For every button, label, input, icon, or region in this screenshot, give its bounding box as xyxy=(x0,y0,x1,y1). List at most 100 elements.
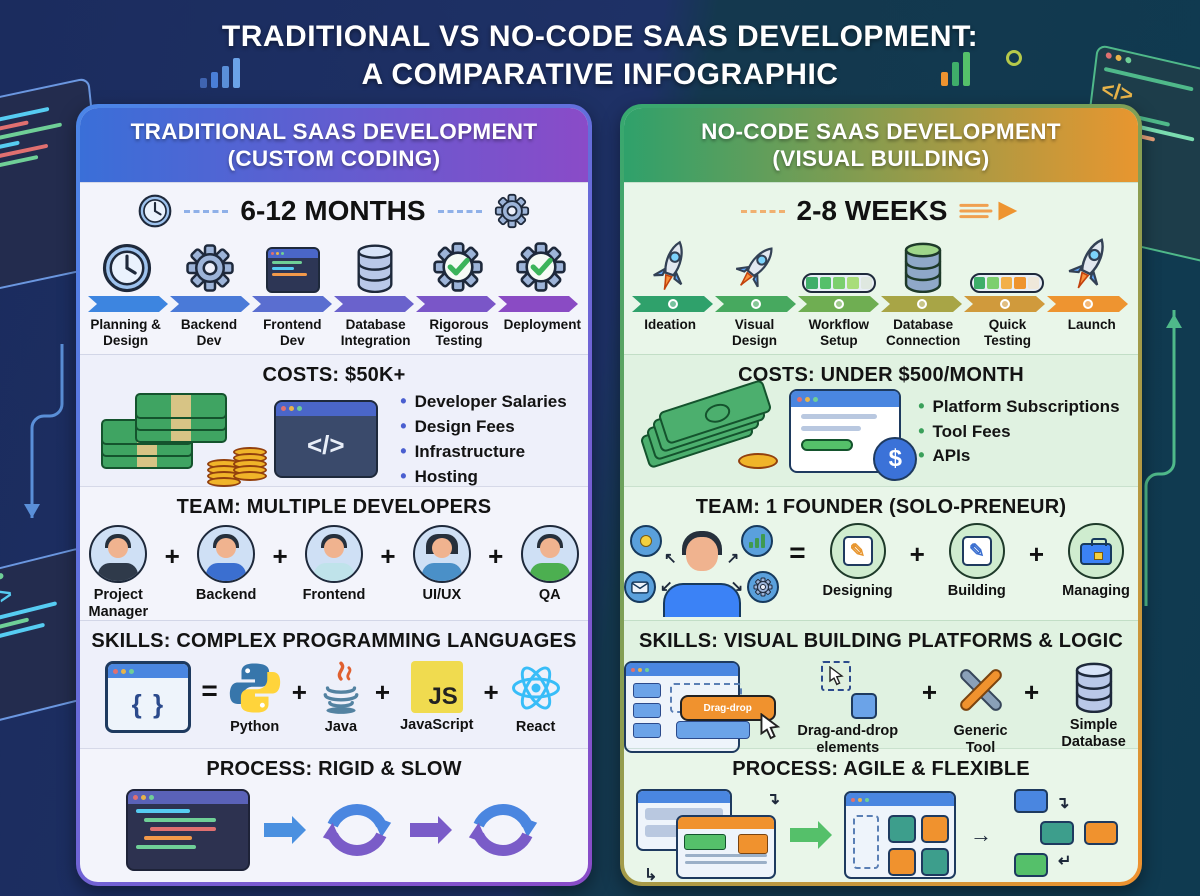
timeline-step-label: Database Integration xyxy=(340,317,411,348)
skill-label: Simple Database xyxy=(1061,717,1126,750)
cycle-arrows-icon xyxy=(464,791,542,869)
traditional-costs-title: COSTS: $50K+ xyxy=(262,364,406,386)
database-icon xyxy=(1071,661,1117,713)
code-editor-icon xyxy=(126,789,250,871)
coin-icon xyxy=(738,453,779,469)
team-member: Backend xyxy=(188,525,265,604)
drag-drop-button: Drag-drop xyxy=(679,695,776,721)
traditional-duration: 6-12 MONTHS xyxy=(240,195,426,226)
nocode-costs-list: Platform Subscriptions Tool Fees APIs xyxy=(918,394,1120,469)
skill-item: Java xyxy=(317,661,365,736)
plus-separator: + xyxy=(488,541,504,571)
skill-label: React xyxy=(515,719,556,735)
founder-role: Managing xyxy=(1054,523,1138,600)
cost-item: Tool Fees xyxy=(918,419,1119,444)
mail-icon xyxy=(624,571,656,603)
database-icon xyxy=(900,241,946,293)
arrow-right-icon: → xyxy=(970,822,992,847)
nocode-process-section: PROCESS: AGILE & FLEXIBLE ↴ ↳ → ↴ xyxy=(624,748,1138,882)
founder-avatar xyxy=(662,531,741,617)
gear-check-icon xyxy=(432,241,484,293)
briefcase-icon xyxy=(1068,523,1124,579)
clock-icon xyxy=(138,194,172,228)
flow-blocks-icon: ↴ ↵ xyxy=(1006,789,1126,881)
nocode-team-section: TEAM: 1 FOUNDER (SOLO-PRENEUR) ↖ ↙ ↗ ↘ =… xyxy=(624,486,1138,620)
avatar xyxy=(197,525,256,583)
braces-window: { } xyxy=(105,661,192,733)
traditional-costs-section: COSTS: $50K+ </> Developer Salaries Desi… xyxy=(80,354,588,489)
timeline-step-label: Rigorous Testing xyxy=(429,317,489,348)
cost-item: APIs xyxy=(918,443,1119,468)
drag-and-drop-icon xyxy=(817,661,879,719)
nocode-panel-header: NO-CODE SAAS DEVELOPMENT (VISUAL BUILDIN… xyxy=(624,108,1138,182)
founder-role: ✎ Designing xyxy=(816,523,900,600)
skill-item: Drag-and-drop elements xyxy=(784,661,912,756)
cost-item: Hosting xyxy=(400,464,566,489)
arrow-icon: ↖ xyxy=(664,550,677,567)
builder-blocks-icon xyxy=(844,791,956,879)
traditional-costs-list: Developer Salaries Design Fees Infrastru… xyxy=(400,389,567,489)
plus-separator: + xyxy=(164,541,180,571)
plus-separator: + xyxy=(272,541,288,571)
curve-arrow-icon: ↵ xyxy=(1058,853,1072,870)
skill-item: Python xyxy=(228,661,282,736)
cost-item: Developer Salaries xyxy=(400,389,567,414)
avatar xyxy=(89,525,148,583)
arrow-right-icon xyxy=(264,816,306,844)
gear-check-icon xyxy=(515,241,567,293)
timeline-step-label: Deployment xyxy=(503,317,581,332)
skill-label: Java xyxy=(324,719,358,735)
code-tag-symbol: </> xyxy=(306,429,345,460)
traditional-header-line2: (CUSTOM CODING) xyxy=(227,146,441,171)
skill-item: React xyxy=(509,661,563,736)
progress-bar-icon xyxy=(802,273,877,293)
timeline-step-label: Frontend Dev xyxy=(263,317,322,348)
nocode-header-line1: NO-CODE SAAS DEVELOPMENT xyxy=(701,118,1061,144)
visual-builder-window-icon: Drag-drop xyxy=(624,661,740,753)
title-bars-icon-left xyxy=(200,58,240,88)
founder-graphic: ↖ ↙ ↗ ↘ xyxy=(624,523,780,623)
coins-icon xyxy=(233,446,268,481)
traditional-skills-title: SKILLS: COMPLEX PROGRAMMING LANGUAGES xyxy=(91,630,577,652)
nocode-skills-title: SKILLS: VISUAL BUILDING PLATFORMS & LOGI… xyxy=(638,630,1124,652)
cursor-icon xyxy=(829,666,845,688)
cursor-icon xyxy=(760,713,782,743)
braces-symbol: { } xyxy=(131,689,166,719)
timeline-step-label: Database Connection xyxy=(886,317,961,348)
curve-arrow-icon: ↳ xyxy=(644,867,658,882)
deco-ring-icon xyxy=(1006,50,1022,66)
curve-arrow-icon: ↴ xyxy=(1056,795,1070,812)
code-window-icon xyxy=(265,247,320,293)
react-icon xyxy=(509,661,563,715)
equals-separator: = xyxy=(201,675,218,706)
cost-item: Platform Subscriptions xyxy=(918,394,1120,419)
database-icon xyxy=(353,243,397,293)
team-member: QA xyxy=(511,525,588,604)
nocode-timeline-section: 2-8 WEEKS Ideation Visual Design Workflo… xyxy=(624,182,1138,354)
timeline-step-label: Launch xyxy=(1067,317,1116,332)
plus-separator: + xyxy=(380,541,396,571)
python-icon xyxy=(228,661,282,715)
building-icon: ✎ xyxy=(948,523,1005,579)
green-button-shape xyxy=(801,439,854,451)
arrow-right-icon xyxy=(790,821,832,849)
team-member: UI/UX xyxy=(404,525,481,604)
nocode-skills-section: SKILLS: VISUAL BUILDING PLATFORMS & LOGI… xyxy=(624,620,1138,756)
avatar xyxy=(412,525,471,583)
plus-separator: + xyxy=(909,539,925,569)
team-member-label: UI/UX xyxy=(422,587,462,603)
nocode-costs-section: COSTS: UNDER $500/MONTH $ Platform Subsc… xyxy=(624,354,1138,486)
team-member: Frontend xyxy=(296,525,373,604)
page-title-line2: A COMPARATIVE INFOGRAPHIC xyxy=(361,57,839,91)
page-title-line1: TRADITIONAL VS NO-CODE SAAS DEVELOPMENT: xyxy=(221,20,979,53)
dashed-connector xyxy=(437,209,482,213)
traditional-team-title: TEAM: MULTIPLE DEVELOPERS xyxy=(176,496,492,518)
title-bars-icon-right xyxy=(941,52,970,86)
designing-icon: ✎ xyxy=(829,523,886,579)
chart-icon xyxy=(741,525,774,557)
equals-separator: = xyxy=(789,537,806,568)
timeline-step-label: Planning & Design xyxy=(90,317,161,348)
gear-icon xyxy=(747,571,780,603)
cycle-arrows-icon xyxy=(318,791,396,869)
timeline-step-label: Workflow Setup xyxy=(808,317,870,348)
